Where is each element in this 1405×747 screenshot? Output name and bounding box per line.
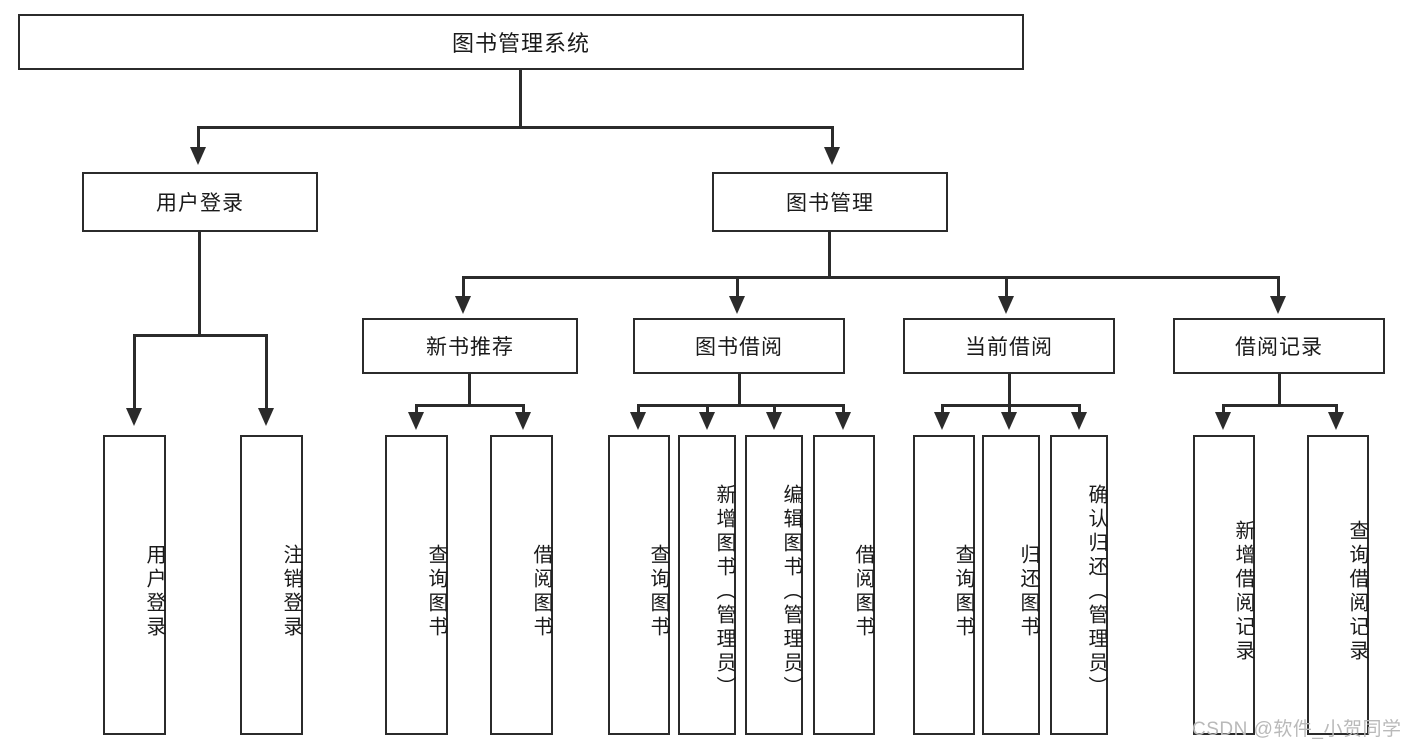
arrow-bb-to-query: [630, 412, 646, 430]
arrow-bm-to-borrow-records: [1270, 296, 1286, 314]
leaf-user-login[interactable]: 用户登录: [103, 435, 166, 735]
leaf-nb-query-book[interactable]: 查询图书: [385, 435, 448, 735]
node-label: 用户登录: [143, 544, 165, 640]
node-label: 当前借阅: [965, 336, 1053, 359]
edge-root-bus: [197, 126, 834, 129]
arrow-user-login-to-login: [126, 408, 142, 426]
arrow-root-to-book-management: [824, 147, 840, 165]
arrow-user-login-to-logout: [258, 408, 274, 426]
node-book-management[interactable]: 图书管理: [712, 172, 948, 232]
arrow-root-to-user-login: [190, 147, 206, 165]
edge-user-login-stem: [198, 232, 201, 336]
edge-new-book-to-query: [415, 404, 418, 416]
leaf-user-logout[interactable]: 注销登录: [240, 435, 303, 735]
node-label: 图书管理系统: [451, 31, 590, 56]
node-new-book-recommend[interactable]: 新书推荐: [362, 318, 578, 374]
leaf-bb-query-book[interactable]: 查询图书: [608, 435, 670, 735]
node-label: 查询图书: [647, 544, 669, 640]
edge-cb-to-query: [941, 404, 944, 416]
leaf-nb-borrow-book[interactable]: 借阅图书: [490, 435, 553, 735]
node-label: 新增借阅记录: [1232, 520, 1254, 664]
watermark-text: CSDN @软件_小贺同学: [1192, 719, 1402, 740]
node-label: 新书推荐: [426, 336, 514, 359]
leaf-bb-borrow-book[interactable]: 借阅图书: [813, 435, 875, 735]
edge-bb-to-borrow: [842, 404, 845, 416]
edge-bb-to-edit: [773, 404, 776, 416]
node-label: 用户登录: [156, 192, 244, 215]
node-borrow-records[interactable]: 借阅记录: [1173, 318, 1385, 374]
edge-book-management-stem: [828, 232, 831, 278]
edge-new-book-stem: [468, 374, 471, 406]
node-label: 确认归还（管理员）: [1085, 484, 1107, 700]
edge-root-to-user-login: [197, 126, 200, 151]
arrow-br-to-query: [1328, 412, 1344, 430]
edge-cb-to-confirm: [1078, 404, 1081, 416]
arrow-bb-to-borrow: [835, 412, 851, 430]
node-label: 借阅图书: [852, 544, 874, 640]
node-label: 借阅记录: [1235, 336, 1323, 359]
arrow-cb-to-query: [934, 412, 950, 430]
edge-book-borrow-bus: [637, 404, 845, 407]
edge-current-borrow-bus: [941, 404, 1081, 407]
edge-borrow-records-bus: [1222, 404, 1338, 407]
edge-book-borrow-stem: [738, 374, 741, 406]
leaf-br-add-record[interactable]: 新增借阅记录: [1193, 435, 1255, 735]
edge-new-book-to-borrow: [522, 404, 525, 416]
edge-user-login-to-login: [133, 334, 136, 412]
edge-cb-to-return: [1008, 404, 1011, 416]
node-label: 查询图书: [952, 544, 974, 640]
arrow-new-book-to-query: [408, 412, 424, 430]
edge-bb-to-query: [637, 404, 640, 416]
node-label: 查询图书: [425, 544, 447, 640]
leaf-br-query-record[interactable]: 查询借阅记录: [1307, 435, 1369, 735]
edge-new-book-bus: [415, 404, 525, 407]
edge-bm-to-borrow-records: [1277, 276, 1280, 300]
leaf-bb-add-book-admin[interactable]: 新增图书（管理员）: [678, 435, 736, 735]
edge-br-to-add: [1222, 404, 1225, 416]
arrow-br-to-add: [1215, 412, 1231, 430]
node-label: 图书管理: [786, 192, 874, 215]
edge-book-management-bus: [462, 276, 1280, 279]
leaf-cb-confirm-return-admin[interactable]: 确认归还（管理员）: [1050, 435, 1108, 735]
node-label: 借阅图书: [530, 544, 552, 640]
arrow-bm-to-book-borrow: [729, 296, 745, 314]
node-user-login[interactable]: 用户登录: [82, 172, 318, 232]
arrow-bm-to-current-borrow: [998, 296, 1014, 314]
leaf-bb-edit-book-admin[interactable]: 编辑图书（管理员）: [745, 435, 803, 735]
edge-bm-to-current-borrow: [1005, 276, 1008, 300]
edge-current-borrow-stem: [1008, 374, 1011, 406]
node-book-borrow[interactable]: 图书借阅: [633, 318, 845, 374]
arrow-new-book-to-borrow: [515, 412, 531, 430]
edge-borrow-records-stem: [1278, 374, 1281, 406]
node-label: 注销登录: [280, 544, 302, 640]
arrow-bb-to-add: [699, 412, 715, 430]
edge-bm-to-book-borrow: [736, 276, 739, 300]
edge-user-login-to-logout: [265, 334, 268, 412]
node-label: 查询借阅记录: [1346, 520, 1368, 664]
edge-user-login-bus: [133, 334, 268, 337]
arrow-bb-to-edit: [766, 412, 782, 430]
edge-root-to-book-management: [831, 126, 834, 151]
leaf-cb-return-book[interactable]: 归还图书: [982, 435, 1040, 735]
node-root-book-management-system[interactable]: 图书管理系统: [18, 14, 1024, 70]
edge-root-stem: [519, 70, 522, 128]
edge-br-to-query: [1335, 404, 1338, 416]
edge-bb-to-add: [706, 404, 709, 416]
edge-bm-to-new-book: [462, 276, 465, 300]
node-label: 新增图书（管理员）: [713, 484, 735, 700]
leaf-cb-query-book[interactable]: 查询图书: [913, 435, 975, 735]
node-label: 图书借阅: [695, 336, 783, 359]
arrow-cb-to-return: [1001, 412, 1017, 430]
node-label: 归还图书: [1017, 544, 1039, 640]
arrow-bm-to-new-book: [455, 296, 471, 314]
arrow-cb-to-confirm: [1071, 412, 1087, 430]
node-current-borrow[interactable]: 当前借阅: [903, 318, 1115, 374]
node-label: 编辑图书（管理员）: [780, 484, 802, 700]
